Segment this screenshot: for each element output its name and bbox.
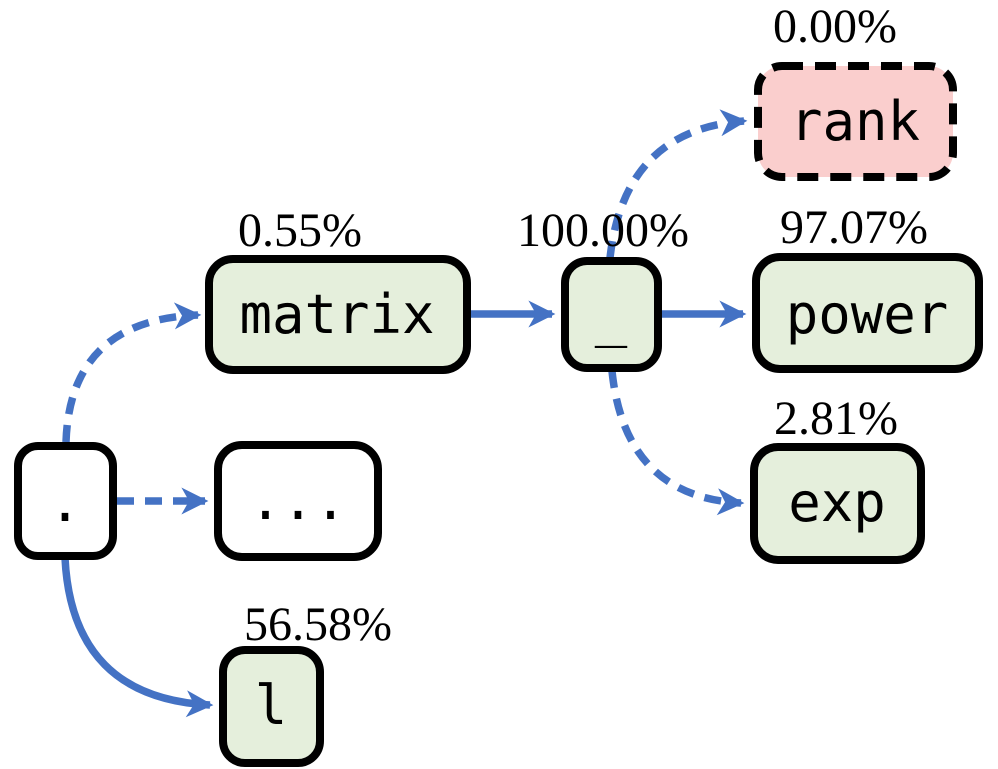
- nodes-layer: . 0.55% matrix ... 56.58% l 100.00% _ 0.…: [14, 0, 983, 767]
- probability-label-exp: 2.81%: [774, 392, 898, 445]
- node-ellipsis-box: [214, 441, 382, 561]
- probability-label-power: 97.07%: [780, 201, 928, 254]
- node-l: 56.58% l: [219, 598, 392, 767]
- edge-underscore-to-exp: [608, 370, 745, 516]
- node-power-label: power: [786, 283, 949, 346]
- node-rank-box: [754, 62, 957, 181]
- node-dot-label: .: [49, 471, 82, 534]
- edge-dot-to-matrix: [62, 302, 202, 443]
- edges-layer: [61, 109, 748, 718]
- node-rank: 0.00% rank: [754, 0, 957, 181]
- edge-dot-to-l: [61, 557, 214, 718]
- probability-label-rank: 0.00%: [773, 0, 897, 53]
- probability-label-matrix: 0.55%: [238, 204, 362, 257]
- edge-underscore-to-rank: [606, 109, 748, 259]
- node-matrix-box: [205, 255, 471, 374]
- node-ellipsis-label: ...: [249, 469, 347, 532]
- node-matrix: 0.55% matrix: [205, 204, 471, 374]
- node-l-label: l: [255, 674, 288, 737]
- node-l-box: [219, 646, 324, 767]
- probability-label-l: 56.58%: [244, 598, 392, 651]
- probability-label-underscore: 100.00%: [517, 204, 689, 257]
- node-underscore: 100.00% _: [517, 204, 689, 372]
- node-power-box: [752, 253, 983, 373]
- node-ellipsis: ...: [214, 441, 382, 561]
- node-exp-box: [750, 443, 925, 564]
- node-underscore-label: _: [595, 285, 628, 348]
- node-matrix-label: matrix: [239, 283, 434, 346]
- node-dot-box: [14, 442, 117, 560]
- node-dot: .: [14, 442, 117, 560]
- node-power: 97.07% power: [752, 201, 983, 373]
- node-exp: 2.81% exp: [750, 392, 925, 564]
- node-underscore-box: [561, 257, 662, 372]
- node-exp-label: exp: [788, 471, 886, 534]
- node-rank-label: rank: [790, 90, 920, 153]
